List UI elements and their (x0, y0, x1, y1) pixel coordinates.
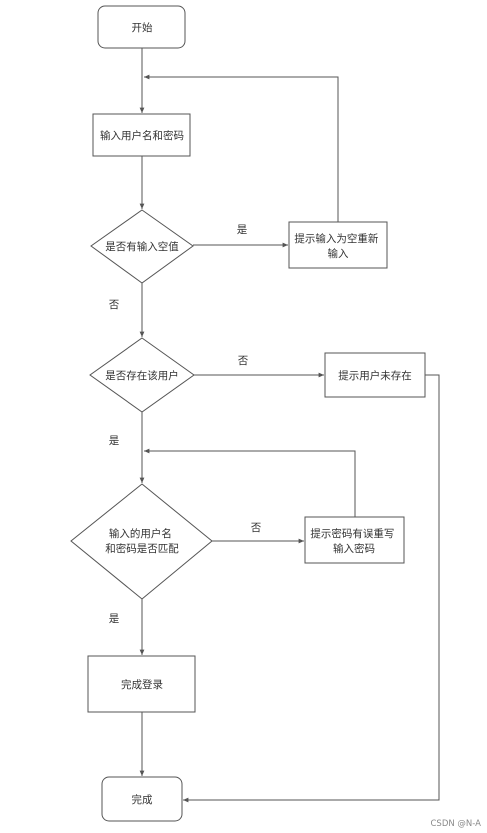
input-node (92, 113, 191, 157)
login-node (87, 655, 196, 713)
user-hint-label: 提示用户未存在 (338, 369, 412, 382)
empty-hint-node (288, 221, 388, 269)
edge-label-empty-no: 否 (109, 299, 120, 311)
edge-user-hint-to-end (183, 374, 440, 803)
start-node-label: 开始 (132, 21, 153, 34)
edge-label-user-no: 否 (238, 355, 249, 367)
edge-pwd-hint-loop (144, 448, 356, 517)
edge-empty-hint-loop (144, 74, 339, 222)
end-node (101, 776, 183, 822)
user-hint-node (324, 352, 426, 398)
user-check-diamond (89, 337, 195, 413)
login-node-label: 完成登录 (121, 678, 163, 691)
edge-label-match-no: 否 (251, 522, 262, 534)
start-node (97, 5, 186, 49)
watermark: CSDN @N-A (431, 819, 482, 829)
empty-check-diamond (90, 209, 194, 284)
pwd-hint-label: 提示密码有误重写 输入密码 (310, 527, 397, 555)
empty-check-label: 是否有输入空值 (105, 240, 179, 253)
input-node-label: 输入用户名和密码 (100, 129, 184, 142)
pwd-hint-node (304, 516, 405, 564)
user-check-label: 是否存在该用户 (105, 369, 179, 382)
empty-hint-label: 提示输入为空重新 输入 (294, 232, 381, 260)
edge-label-user-yes: 是 (109, 435, 120, 447)
end-node-label: 完成 (132, 793, 153, 806)
match-check-label: 输入的用户名 和密码是否匹配 (105, 527, 179, 555)
edge-label-empty-yes: 是 (237, 224, 248, 236)
edge-label-match-yes: 是 (109, 613, 120, 625)
match-check-diamond (70, 483, 213, 600)
